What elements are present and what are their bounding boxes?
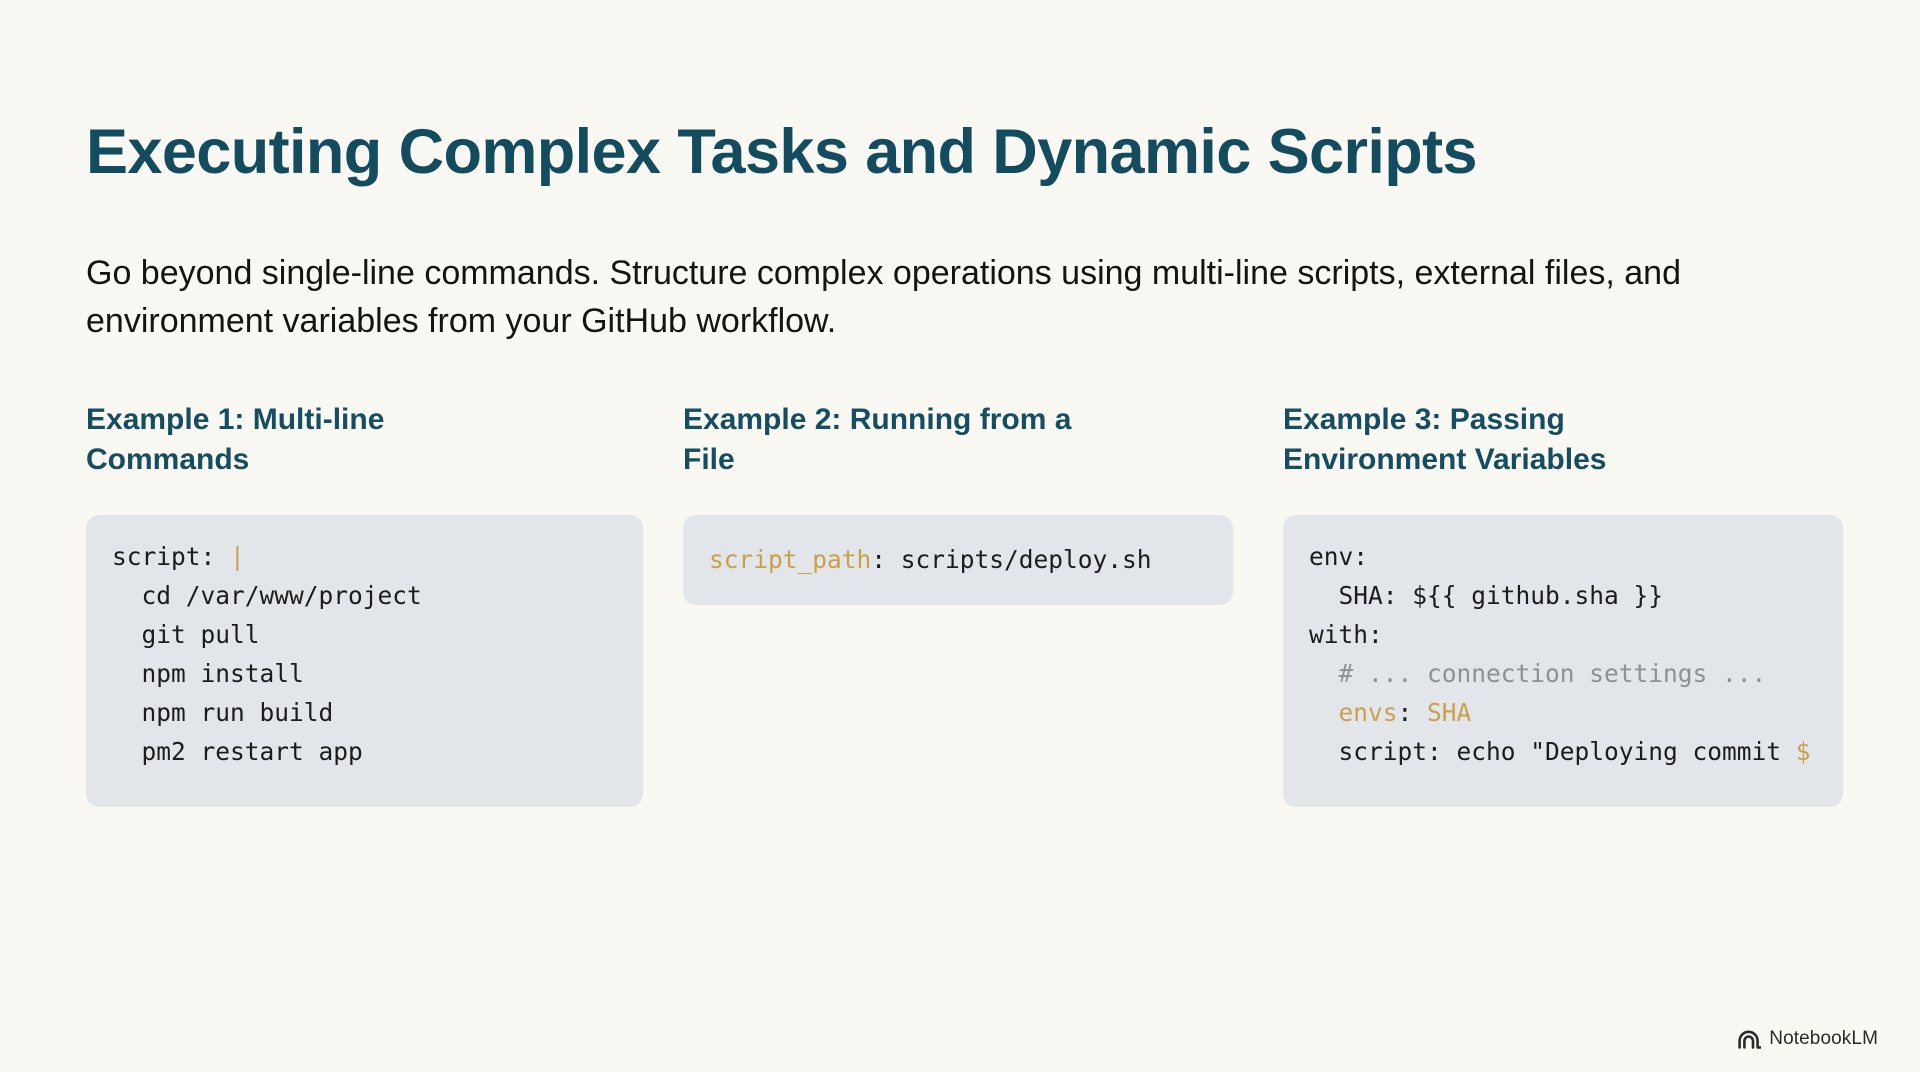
example-3-heading: Example 3: Passing Environment Variables (1283, 403, 1607, 476)
example-3-code-block: env: SHA: ${{ github.sha }} with: # ... … (1283, 515, 1843, 808)
code-line: script: echo "Deploying commit (1309, 737, 1796, 767)
code-line: pm2 restart app (112, 737, 363, 767)
example-column-2: Example 2: Running from a File script_pa… (683, 400, 1283, 606)
page-title: Executing Complex Tasks and Dynamic Scri… (86, 117, 1478, 188)
examples-columns: Example 1: Multi-line Commands script: |… (86, 400, 1846, 830)
code-line: npm install (112, 659, 304, 689)
code-line: SHA: ${{ github.sha }} (1309, 581, 1664, 611)
code-line: : (1397, 698, 1428, 728)
yaml-key-script-path: script_path (709, 545, 872, 575)
code-line: npm run build (112, 698, 334, 728)
code-line: cd /var/www/project (112, 581, 422, 611)
example-column-1: Example 1: Multi-line Commands script: |… (86, 400, 686, 808)
slide-subtitle: Go beyond single-line commands. Structur… (86, 254, 1681, 341)
example-1-heading: Example 1: Multi-line Commands (86, 403, 385, 476)
code-line: git pull (112, 620, 260, 650)
code-line: script: (112, 542, 231, 572)
yaml-block-scalar-pipe: | (230, 542, 245, 572)
code-line: with: (1309, 620, 1383, 650)
notebooklm-arc-icon (1738, 1029, 1762, 1049)
yaml-key-envs: envs (1309, 698, 1398, 728)
example-2-code-block: script_path: scripts/deploy.sh (683, 515, 1233, 606)
example-column-3: Example 3: Passing Environment Variables… (1283, 400, 1883, 808)
code-line: env: (1309, 542, 1369, 572)
example-2-heading: Example 2: Running from a File (683, 403, 1072, 476)
notebooklm-brand-text: NotebookLM (1769, 1028, 1878, 1049)
notebooklm-footer-logo: NotebookLM (1738, 1028, 1878, 1050)
example-1-code-block: script: | cd /var/www/project git pull n… (86, 515, 643, 808)
code-comment-line: # ... connection settings ... (1309, 659, 1767, 689)
shell-variable-dollar: $ (1795, 737, 1811, 767)
yaml-value-sha: SHA (1427, 698, 1472, 728)
code-line: : scripts/deploy.sh (871, 545, 1152, 575)
